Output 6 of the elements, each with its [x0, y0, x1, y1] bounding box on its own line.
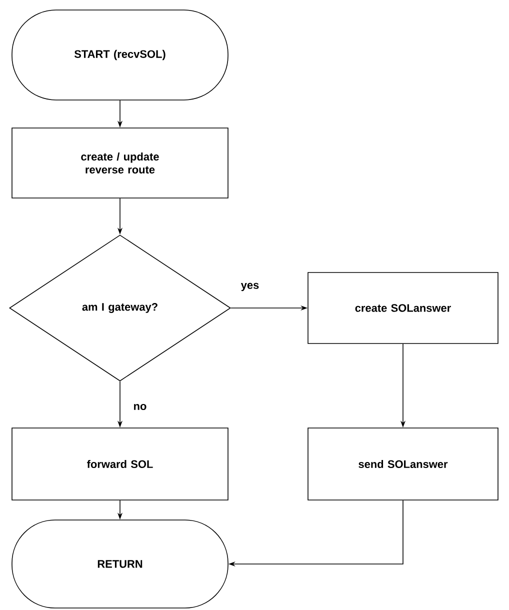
edge-label: no: [134, 404, 146, 410]
process-box: send SOLanswer: [308, 428, 498, 500]
process-box: create / update reverse route: [12, 128, 228, 198]
process-box: create SOLanswer: [308, 272, 498, 344]
process-box: forward SOL: [12, 428, 228, 500]
edge-label: yes: [240, 282, 259, 292]
